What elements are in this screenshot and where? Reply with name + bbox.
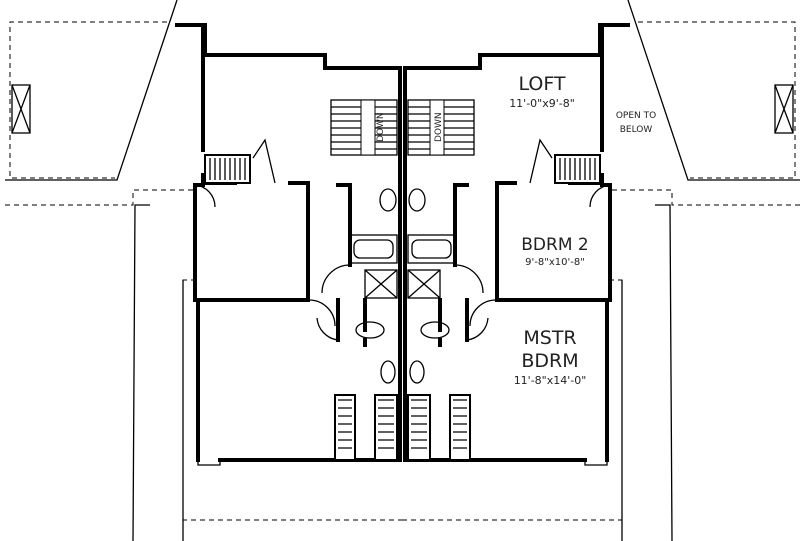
right-unit bbox=[400, 0, 800, 541]
loft-size: 11'-0"x9'-8" bbox=[509, 97, 575, 110]
master-name-1: MSTR bbox=[523, 327, 576, 349]
bedroom2-name: BDRM 2 bbox=[521, 235, 588, 255]
master-name-2: BDRM bbox=[521, 350, 578, 372]
open-to-below-2: BELOW bbox=[620, 125, 653, 135]
stair-label-left: DOWN bbox=[376, 112, 386, 142]
stair-label-right: DOWN bbox=[434, 112, 444, 142]
left-unit bbox=[3, 0, 405, 541]
open-to-below-1: OPEN TO bbox=[616, 111, 656, 121]
master-size: 11'-8"x14'-0" bbox=[514, 374, 587, 387]
bedroom2-size: 9'-8"x10'-8" bbox=[525, 257, 585, 268]
loft-name: LOFT bbox=[518, 73, 565, 95]
